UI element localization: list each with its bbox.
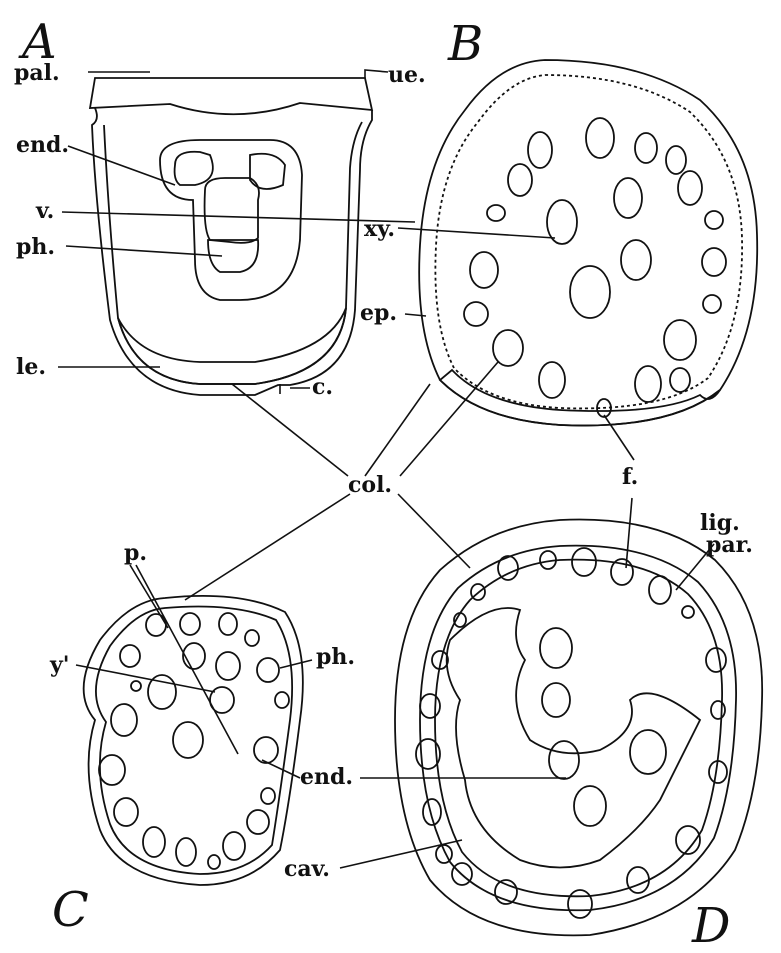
sclerenchyma-ring — [420, 546, 736, 911]
palisade-band — [90, 78, 372, 114]
vascular-bundle — [160, 140, 302, 300]
label-le: le. — [16, 354, 46, 380]
label-ph-c: ph. — [316, 644, 355, 670]
panel-b-section — [419, 60, 757, 426]
leaf-inner-outline — [104, 122, 362, 384]
panel-label-d: D — [691, 898, 730, 953]
collenchyma-b — [440, 370, 720, 426]
label-y-prime: y' — [49, 652, 70, 678]
outer-wall-d — [395, 520, 762, 936]
label-end-a: end. — [16, 132, 69, 158]
panel-d-section — [395, 520, 762, 936]
vessels — [205, 178, 259, 243]
label-pal: pal. — [14, 60, 60, 86]
label-ue: ue. — [388, 62, 426, 88]
outer-wall — [419, 60, 757, 426]
lower-collenchyma — [118, 308, 346, 384]
bundles-b — [464, 118, 726, 417]
label-f: f. — [622, 464, 638, 490]
panel-a-leaf-section — [90, 78, 372, 395]
bundles-d — [416, 548, 727, 918]
bundles-c — [99, 613, 289, 869]
xylem-cell-left — [175, 152, 213, 185]
panel-label-c: C — [52, 882, 89, 938]
panel-label-b: B — [447, 16, 483, 72]
label-col: col. — [348, 472, 392, 498]
label-ep: ep. — [360, 300, 397, 326]
label-p: p. — [124, 540, 147, 566]
label-end-c: end. — [300, 764, 353, 790]
label-cav: cav. — [284, 856, 330, 882]
label-v: v. — [35, 198, 54, 224]
label-par: par. — [706, 532, 753, 558]
inner-parenchyma — [435, 560, 722, 897]
label-ph-a: ph. — [16, 234, 55, 260]
panel-c-section — [84, 596, 303, 885]
label-xy: xy. — [364, 216, 395, 242]
label-c: c. — [312, 374, 333, 400]
